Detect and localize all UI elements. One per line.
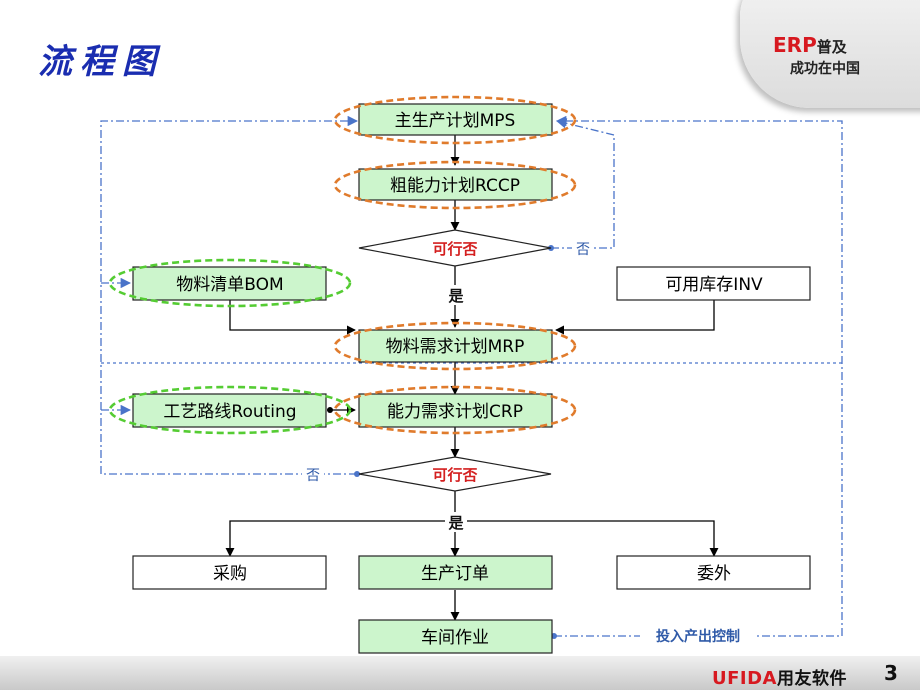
node-production-order: 生产订单 bbox=[358, 555, 553, 590]
node-purchase-label: 采购 bbox=[213, 564, 247, 584]
node-decision2: 可行否 bbox=[358, 456, 552, 492]
node-inv-label: 可用库存INV bbox=[665, 275, 763, 295]
dot-no2 bbox=[354, 471, 360, 477]
ellipse-routing bbox=[108, 385, 352, 435]
footer-logo-ufida: UFIDA bbox=[712, 668, 777, 689]
node-outsourcing-label: 委外 bbox=[697, 564, 731, 584]
highlight-ellipses bbox=[108, 95, 577, 435]
ellipse-bom bbox=[108, 258, 352, 308]
feedback-loop-top bbox=[100, 115, 359, 475]
footer-logo-cn: 用友软件 bbox=[776, 669, 847, 689]
edge-label-control: 投入产出控制 bbox=[656, 628, 740, 645]
ellipse-rccp bbox=[333, 160, 577, 210]
brand-slogan-line1: ERP普及 bbox=[773, 33, 847, 57]
node-production-order-label: 生产订单 bbox=[421, 564, 489, 584]
flow-arrows bbox=[225, 135, 719, 621]
brand-corner-tab bbox=[740, 0, 920, 108]
feedback-decision1-no bbox=[551, 118, 615, 249]
footer-bar bbox=[0, 656, 920, 690]
node-mrp-label: 物料需求计划MRP bbox=[386, 337, 525, 357]
node-mrp: 物料需求计划MRP bbox=[358, 329, 553, 363]
edge-label-no1: 否 bbox=[576, 242, 590, 258]
node-rccp-label: 粗能力计划RCCP bbox=[390, 176, 520, 196]
node-outsourcing: 委外 bbox=[616, 555, 811, 590]
node-decision1: 可行否 bbox=[358, 229, 552, 267]
node-rccp: 粗能力计划RCCP bbox=[358, 168, 553, 201]
node-workshop-label: 车间作业 bbox=[421, 628, 489, 648]
node-decision1-label: 可行否 bbox=[432, 240, 477, 258]
brand-slogan-rest: 普及 bbox=[816, 38, 847, 56]
arrow-branch-outsourcing bbox=[455, 520, 719, 557]
edge-label-no2: 否 bbox=[306, 468, 320, 484]
node-crp-label: 能力需求计划CRP bbox=[387, 402, 523, 422]
ellipse-mps bbox=[333, 95, 577, 145]
node-crp: 能力需求计划CRP bbox=[358, 393, 553, 428]
node-workshop: 车间作业 bbox=[358, 619, 553, 654]
arrow-inv-mrp bbox=[555, 300, 715, 335]
node-bom-label: 物料清单BOM bbox=[176, 275, 283, 295]
arrow-branch-purchase bbox=[225, 520, 455, 557]
node-bom: 物料清单BOM bbox=[132, 266, 327, 301]
ellipse-mrp bbox=[333, 321, 577, 371]
node-mps-label: 主生产计划MPS bbox=[395, 111, 516, 131]
node-decision2-label: 可行否 bbox=[432, 466, 477, 484]
dot-routing-out bbox=[327, 407, 333, 413]
edge-label-yes2: 是 bbox=[447, 514, 464, 532]
page-number: 3 bbox=[884, 661, 898, 685]
arrow-bom-mrp bbox=[229, 300, 356, 335]
node-routing: 工艺路线Routing bbox=[132, 393, 327, 428]
node-inv: 可用库存INV bbox=[616, 266, 811, 301]
node-routing-label: 工艺路线Routing bbox=[163, 402, 296, 422]
node-mps: 主生产计划MPS bbox=[358, 103, 553, 136]
ellipse-crp bbox=[333, 385, 577, 435]
edge-label-yes1: 是 bbox=[447, 287, 464, 305]
node-purchase: 采购 bbox=[132, 555, 327, 590]
footer-logo: UFIDA用友软件 bbox=[712, 664, 847, 689]
brand-slogan-line2: 成功在中国 bbox=[790, 61, 860, 77]
brand-erp-text: ERP bbox=[773, 33, 817, 57]
slide-title: 流程图 bbox=[38, 42, 164, 82]
